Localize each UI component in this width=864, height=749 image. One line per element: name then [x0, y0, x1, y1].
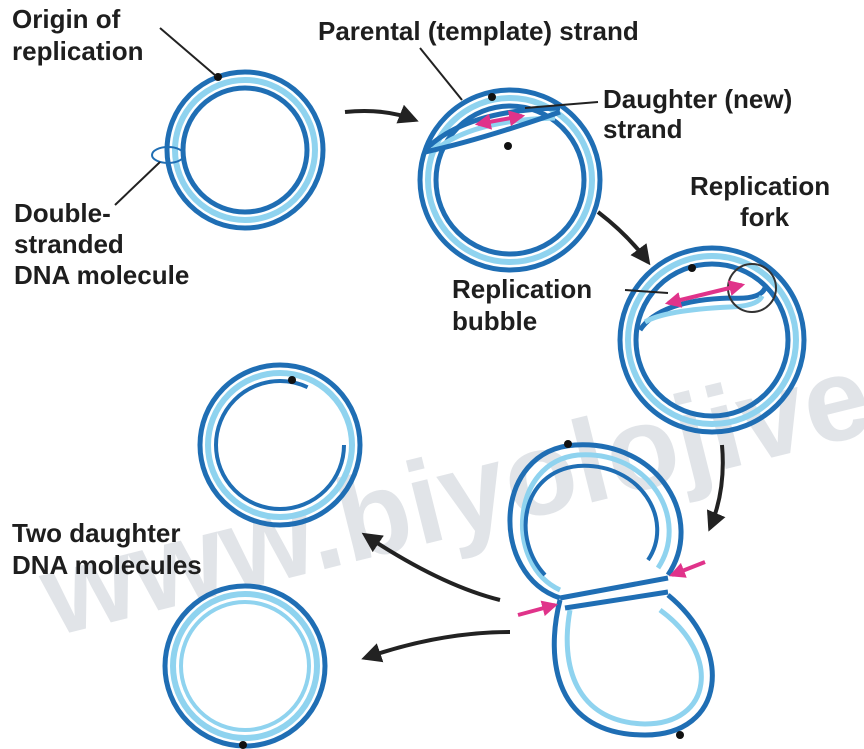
label-parental-strand: Parental (template) strand: [318, 16, 639, 46]
label-fork-2: fork: [740, 202, 790, 232]
label-two-daughters-2: DNA molecules: [12, 550, 202, 580]
label-double-stranded-2: stranded: [14, 229, 124, 259]
origin-leader: [160, 28, 216, 76]
step-arrow-4b: [365, 632, 510, 658]
parental-leader: [420, 48, 462, 100]
stage1-double-stranded-circle: [152, 72, 323, 228]
label-double-stranded-1: Double-: [14, 198, 111, 228]
label-daughter-1: Daughter (new): [603, 84, 792, 114]
label-bubble-1: Replication: [452, 274, 592, 304]
stage2-initiation-circle: [420, 90, 600, 270]
label-daughter-2: strand: [603, 114, 682, 144]
label-fork-1: Replication: [690, 171, 830, 201]
label-bubble-2: bubble: [452, 306, 537, 336]
label-double-stranded-3: DNA molecule: [14, 260, 189, 290]
watermark: www.biyolojive: [27, 329, 864, 662]
step-arrow-2: [598, 212, 648, 262]
step-arrow-1: [345, 111, 415, 120]
label-origin-2: replication: [12, 36, 143, 66]
direction-arrow-4a: [518, 605, 555, 615]
label-origin-1: Origin of: [12, 4, 121, 34]
label-two-daughters-1: Two daughter: [12, 518, 181, 548]
double-strand-leader: [115, 162, 160, 205]
